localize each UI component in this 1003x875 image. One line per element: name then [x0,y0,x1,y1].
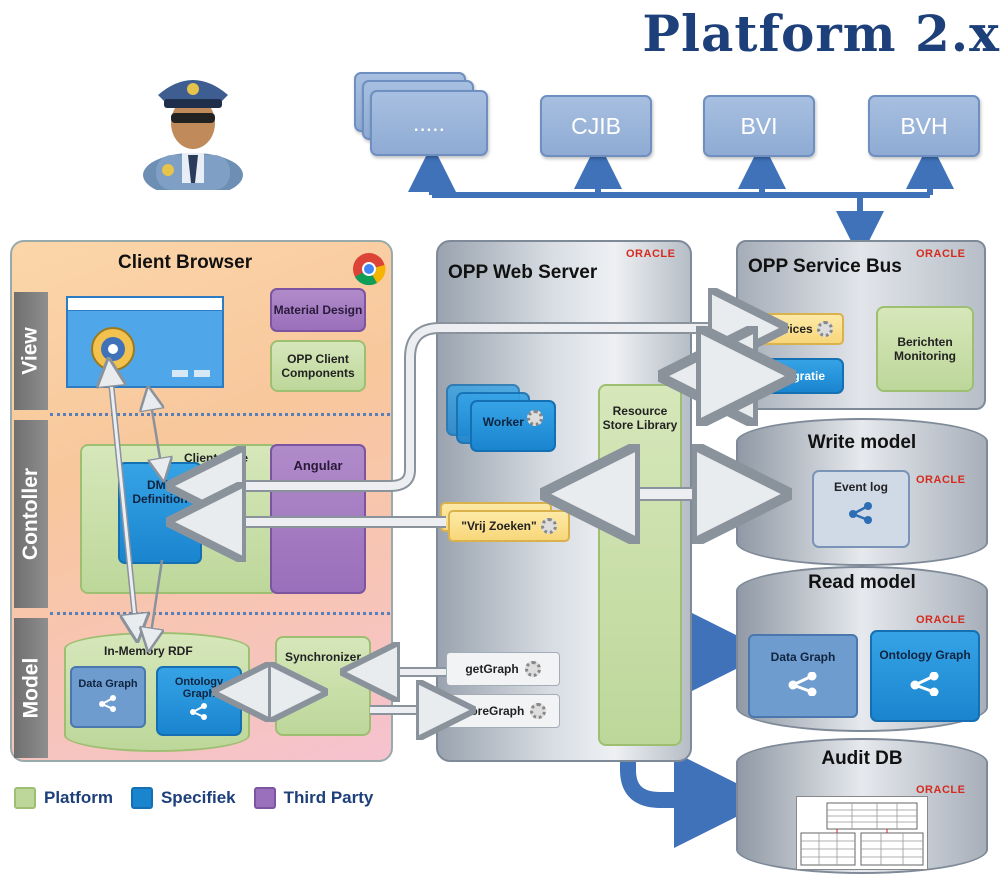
oracle-logo: ORACLE [916,784,966,796]
gear-icon [530,703,547,719]
page-title: Platform 2.x [642,4,1000,63]
oracle-logo: ORACLE [916,474,966,486]
read-model-title: Read model [808,572,916,593]
audit-db-title: Audit DB [821,748,903,769]
external-system-more[interactable]: ..... [370,90,488,156]
service-bus-title: OPP Service Bus [748,256,902,277]
legend-label-specifiek: Specifiek [160,788,236,807]
graph-icon [849,502,872,524]
external-system-bvh[interactable]: BVH [868,95,980,157]
event-log-box: Event log [812,470,910,548]
table-thumbnail-icon [800,802,924,866]
layer-separator [50,612,390,615]
gear-icon [816,321,833,337]
web-server-title: OPP Web Server [448,262,598,283]
oracle-logo: ORACLE [916,614,966,626]
gear-icon [524,661,541,677]
graph-icon [190,703,207,720]
legend-swatch-platform [14,787,36,809]
write-model-title: Write model [807,432,917,453]
graph-icon [788,672,817,696]
external-system-cjib[interactable]: CJIB [540,95,652,157]
layer-label-controller: Contoller [14,420,48,608]
graph-icon [99,695,116,712]
external-system-bvi[interactable]: BVI [703,95,815,157]
oracle-logo: ORACLE [916,248,966,260]
read-data-graph-box: Data Graph [748,634,858,718]
legend-label-platform: Platform [44,788,113,807]
layer-label-model: Model [14,618,48,758]
legend-label-third-party: Third Party [283,788,374,807]
layer-label-view: View [14,292,48,410]
legend-swatch-specifiek [130,787,153,809]
police-officer-avatar [143,80,243,190]
client-browser-title: Client Browser [118,252,253,273]
legend-swatch-third-party [253,787,276,809]
read-ontology-graph-box: Ontology Graph [870,630,980,722]
oracle-logo: ORACLE [626,248,676,260]
audit-table-thumbnail [796,796,928,870]
legend: Platform Specifiek Third Party [14,787,373,809]
berichten-monitoring-box: Berichten Monitoring [876,306,974,392]
client-data-graph-box: Data Graph [70,666,146,728]
chrome-icon [353,253,386,286]
graph-icon [910,672,939,696]
